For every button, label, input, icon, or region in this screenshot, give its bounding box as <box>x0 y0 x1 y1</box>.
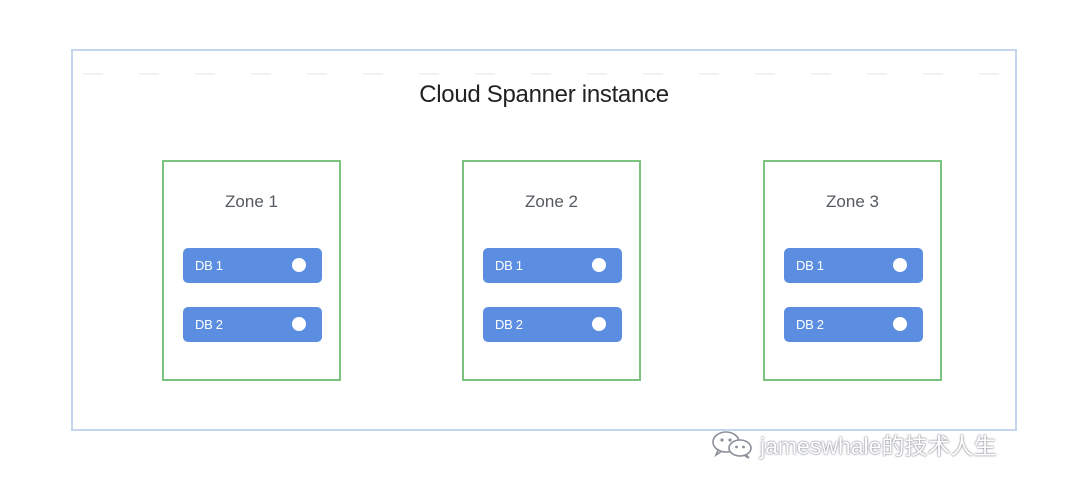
zone-3-db-2-label: DB 2 <box>796 317 824 332</box>
status-dot-icon <box>893 258 907 272</box>
status-dot-icon <box>592 258 606 272</box>
spanner-instance-box: Cloud Spanner instance Zone 1 DB 1 DB 2 … <box>71 49 1017 431</box>
zone-2-db-2-label: DB 2 <box>495 317 523 332</box>
zone-2-db-2: DB 2 <box>483 307 622 342</box>
watermark: jameswhale的技术人生 <box>710 426 996 462</box>
zone-1-db-2-label: DB 2 <box>195 317 223 332</box>
decorative-dashes <box>83 73 1005 75</box>
zone-1-db-1: DB 1 <box>183 248 322 283</box>
zone-3-db-1: DB 1 <box>784 248 923 283</box>
zone-3-title: Zone 3 <box>826 192 879 211</box>
zone-2-db-1: DB 1 <box>483 248 622 283</box>
zone-1-box: Zone 1 DB 1 DB 2 <box>162 160 341 381</box>
zone-2-box: Zone 2 DB 1 DB 2 <box>462 160 641 381</box>
status-dot-icon <box>592 317 606 331</box>
zone-3-db-2: DB 2 <box>784 307 923 342</box>
zone-3-box: Zone 3 DB 1 DB 2 <box>763 160 942 381</box>
zone-2-db-1-label: DB 1 <box>495 258 523 273</box>
instance-title: Cloud Spanner instance <box>419 81 669 108</box>
zone-1-db-1-label: DB 1 <box>195 258 223 273</box>
status-dot-icon <box>292 258 306 272</box>
zone-1-title: Zone 1 <box>225 192 278 211</box>
status-dot-icon <box>292 317 306 331</box>
zone-2-title: Zone 2 <box>525 192 578 211</box>
zone-1-db-2: DB 2 <box>183 307 322 342</box>
watermark-text: jameswhale的技术人生 <box>760 433 997 459</box>
wechat-icon <box>712 431 752 459</box>
zone-3-db-1-label: DB 1 <box>796 258 824 273</box>
status-dot-icon <box>893 317 907 331</box>
